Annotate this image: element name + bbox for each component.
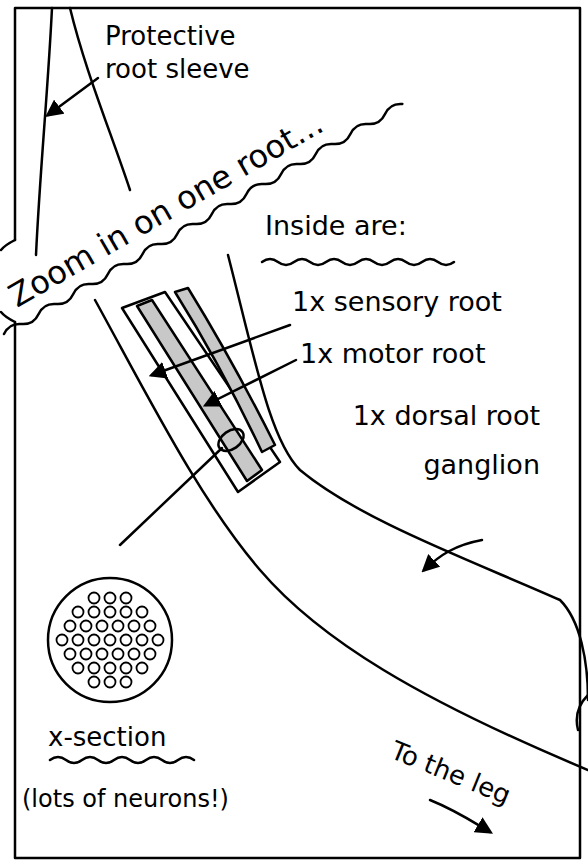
ganglion-leader <box>424 540 482 570</box>
sleeve-edge <box>36 8 52 255</box>
part-label: 1x sensory root <box>292 286 502 318</box>
xsection-underline <box>50 757 194 763</box>
heading-label: Inside are: <box>265 210 407 242</box>
part-label: 1x dorsal root ganglion <box>312 392 540 489</box>
direction-label: To the leg <box>386 735 515 811</box>
neuron-dots <box>57 593 164 688</box>
motor-leader <box>206 360 296 405</box>
root-edge <box>95 300 588 770</box>
note-label: (lots of neurons!) <box>22 785 229 814</box>
motor-band <box>175 288 275 452</box>
root-edge <box>228 255 588 700</box>
part-label: 1x motor root <box>300 338 485 370</box>
zoom-label: Zoom in on one root... <box>2 104 330 315</box>
note-label: x-section <box>48 722 166 753</box>
heading-underline <box>262 259 454 265</box>
leg-arrow <box>430 800 490 832</box>
root-edge <box>577 695 588 730</box>
xsection-leader <box>120 448 222 545</box>
sensory-leader <box>152 325 290 375</box>
xsection-circle <box>48 578 172 702</box>
part-label: Protective root sleeve <box>105 20 255 85</box>
sleeve-arrow <box>48 78 98 115</box>
